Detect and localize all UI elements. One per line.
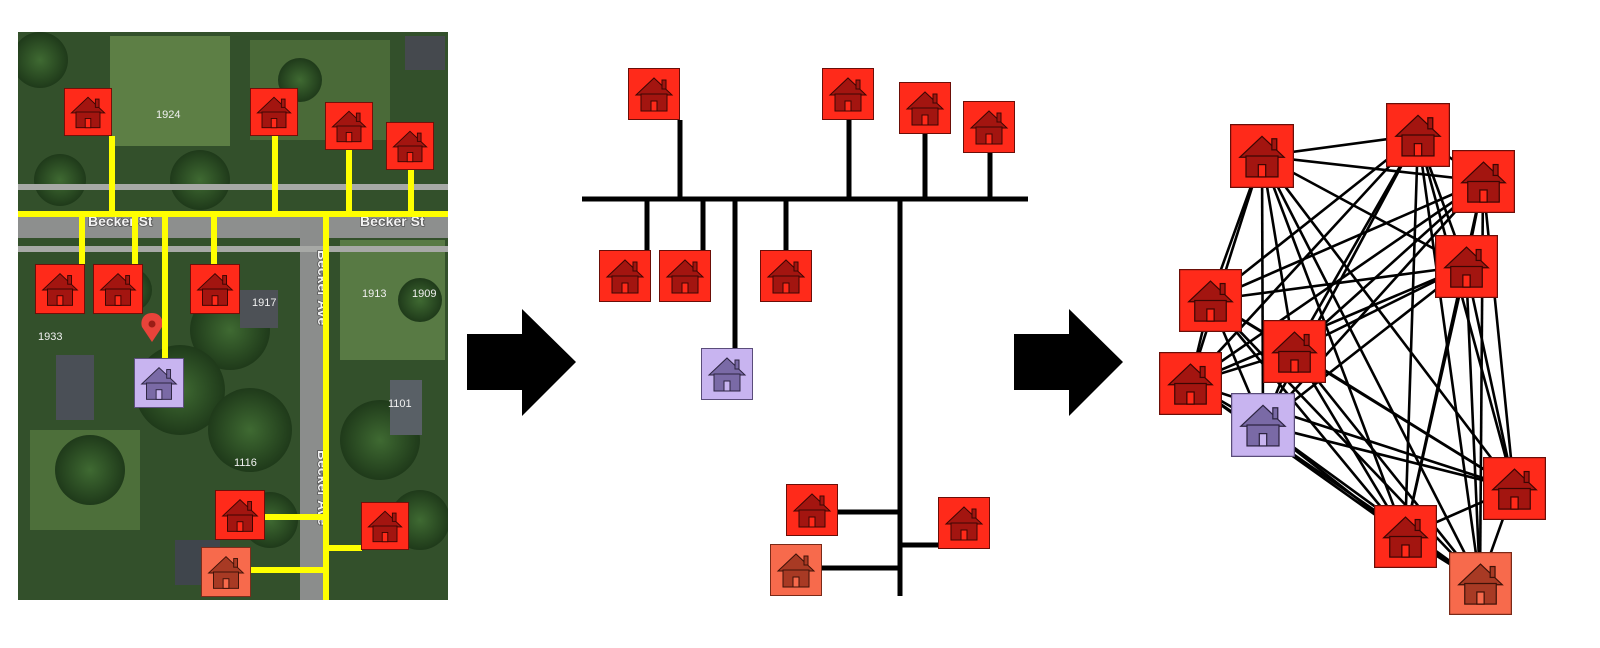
house-icon bbox=[963, 101, 1015, 153]
graph-edge bbox=[1481, 180, 1516, 489]
house-icon bbox=[386, 122, 434, 170]
graph-edge bbox=[1416, 134, 1516, 489]
graph-edge bbox=[1209, 133, 1419, 302]
satellite-map-panel: Becker St Becker St Becker Ave Becker Av… bbox=[18, 32, 448, 600]
lot-number: 1924 bbox=[156, 109, 180, 121]
house-icon bbox=[325, 102, 373, 150]
house-icon bbox=[215, 490, 265, 540]
graph-edge bbox=[1260, 155, 1265, 426]
building-roof bbox=[390, 380, 422, 435]
graph-edge bbox=[1262, 423, 1515, 490]
house-icon bbox=[599, 250, 651, 302]
building-roof bbox=[405, 36, 445, 70]
graph-edge bbox=[1464, 265, 1482, 584]
right-arrow-icon bbox=[1014, 309, 1123, 416]
right-arrow-icon bbox=[467, 309, 576, 416]
lot-number: 1116 bbox=[234, 457, 257, 469]
target-house-icon bbox=[701, 348, 753, 400]
house-icon-orange bbox=[1449, 552, 1512, 615]
yellow-connection-lines bbox=[18, 136, 448, 600]
building-roof bbox=[56, 355, 94, 420]
house-icon bbox=[1263, 320, 1326, 383]
graph-edge bbox=[1209, 264, 1467, 302]
house-icon bbox=[1386, 103, 1450, 167]
graph-edge bbox=[1464, 265, 1516, 489]
target-house-icon bbox=[134, 358, 184, 408]
house-icon bbox=[822, 68, 874, 120]
graph-edge bbox=[1260, 155, 1482, 584]
schematic-houses bbox=[599, 68, 1015, 596]
house-icon-orange bbox=[770, 544, 822, 596]
graph-edge bbox=[1261, 154, 1467, 268]
graph-edge bbox=[1403, 134, 1420, 537]
house-icon bbox=[1159, 352, 1222, 415]
lot-number: 1933 bbox=[38, 331, 62, 343]
house-icon bbox=[1452, 150, 1515, 213]
graph-edge bbox=[1292, 350, 1482, 584]
graph-edge bbox=[1260, 155, 1296, 352]
street-becker-ave bbox=[300, 216, 324, 600]
house-icon bbox=[786, 484, 838, 536]
graph-edge bbox=[1262, 423, 1481, 585]
house-icon bbox=[628, 68, 680, 120]
graph-edge bbox=[1262, 180, 1484, 426]
lot-number: 1101 bbox=[388, 398, 412, 410]
lot-number: 1913 bbox=[362, 288, 386, 300]
lot-number: 1917 bbox=[252, 297, 276, 309]
house-icon bbox=[659, 250, 711, 302]
house-icon bbox=[361, 502, 409, 550]
graph-edge bbox=[1261, 154, 1484, 183]
house-icon bbox=[760, 250, 812, 302]
house-icon bbox=[1179, 269, 1242, 332]
house-icon bbox=[938, 497, 990, 549]
house-icon bbox=[1435, 235, 1498, 298]
house-icon bbox=[1230, 124, 1294, 188]
graph-edge bbox=[1209, 179, 1484, 302]
house-icon bbox=[1374, 505, 1437, 568]
schematic-lines bbox=[582, 118, 1028, 596]
house-icon bbox=[35, 264, 85, 314]
house-icon bbox=[190, 264, 240, 314]
graph-edge bbox=[1293, 349, 1515, 490]
graph-edge bbox=[1260, 155, 1516, 489]
tree-schematic-panel bbox=[582, 68, 1028, 596]
street-becker-st bbox=[18, 216, 448, 238]
house-icon bbox=[1483, 457, 1546, 520]
house-icon bbox=[899, 82, 951, 134]
house-icon bbox=[64, 88, 112, 136]
lot-number: 1909 bbox=[412, 288, 436, 300]
building-roof bbox=[240, 290, 278, 328]
house-icon-orange bbox=[201, 547, 251, 597]
graph-edge bbox=[1208, 299, 1407, 537]
complete-graph-panel bbox=[1159, 103, 1546, 615]
graph-houses bbox=[1159, 103, 1546, 615]
house-icon bbox=[250, 88, 298, 136]
target-house-icon bbox=[1231, 393, 1295, 457]
graph-edge bbox=[1262, 264, 1467, 427]
graph-edge bbox=[1403, 265, 1468, 537]
house-icon bbox=[93, 264, 143, 314]
